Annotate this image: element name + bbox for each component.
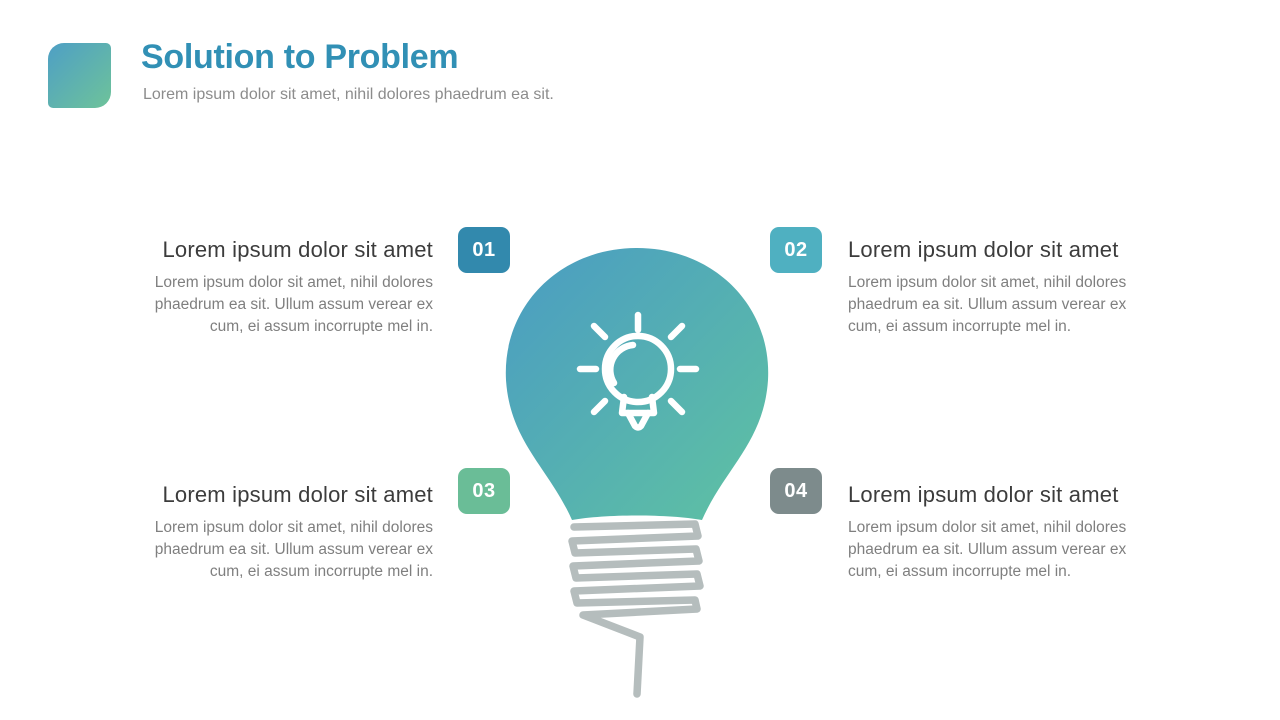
item-01-number-badge: 01: [458, 227, 510, 273]
item-04-body: Lorem ipsum dolor sit amet, nihil dolore…: [848, 519, 1127, 580]
lightbulb-icon: [576, 311, 700, 431]
bulb-coil-wire: [568, 520, 704, 698]
item-03-body: Lorem ipsum dolor sit amet, nihil dolore…: [154, 519, 433, 580]
item-01-heading: Lorem ipsum dolor sit amet: [162, 237, 433, 262]
item-01-text: Lorem ipsum dolor sit amet Lorem ipsum d…: [118, 238, 433, 338]
item-02-body: Lorem ipsum dolor sit amet, nihil dolore…: [848, 274, 1127, 335]
item-02-number-badge: 02: [770, 227, 822, 273]
item-04-heading: Lorem ipsum dolor sit amet: [848, 482, 1119, 507]
item-02-heading: Lorem ipsum dolor sit amet: [848, 237, 1119, 262]
item-03-text: Lorem ipsum dolor sit amet Lorem ipsum d…: [118, 483, 433, 583]
item-02-number: 02: [784, 238, 808, 261]
item-01-body: Lorem ipsum dolor sit amet, nihil dolore…: [154, 274, 433, 335]
page-title: Solution to Problem: [141, 38, 459, 76]
item-03-heading: Lorem ipsum dolor sit amet: [162, 482, 433, 507]
item-04-text: Lorem ipsum dolor sit amet Lorem ipsum d…: [848, 483, 1163, 583]
item-04-number: 04: [784, 479, 808, 502]
lightbulb-illustration: [505, 248, 769, 698]
item-01-number: 01: [472, 238, 496, 261]
item-02-text: Lorem ipsum dolor sit amet Lorem ipsum d…: [848, 238, 1163, 338]
bulb-body-shape: [505, 248, 769, 520]
item-03-number-badge: 03: [458, 468, 510, 514]
item-03-number: 03: [472, 479, 496, 502]
page-subtitle: Lorem ipsum dolor sit amet, nihil dolore…: [143, 86, 554, 103]
item-04-number-badge: 04: [770, 468, 822, 514]
brand-logo: [48, 43, 111, 108]
